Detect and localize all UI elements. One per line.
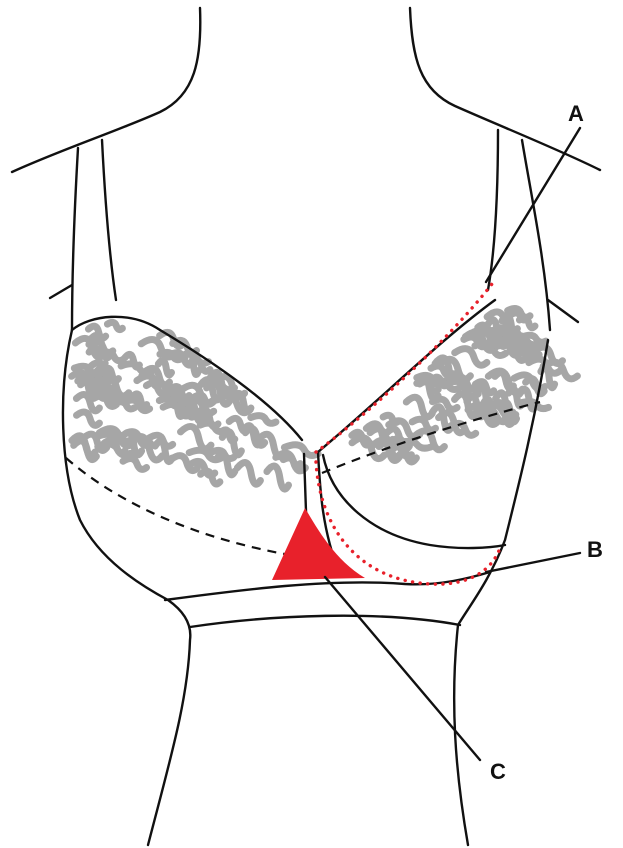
lace-squiggle <box>267 466 289 489</box>
lace-squiggle <box>181 426 212 448</box>
left-cup-lace <box>72 322 318 489</box>
right-cup-lace <box>352 308 578 461</box>
bra-straps <box>72 130 550 330</box>
lace-squiggle <box>283 458 300 465</box>
lace-squiggle <box>107 322 122 329</box>
lace-squiggle <box>237 463 260 485</box>
label-c: C <box>490 759 506 784</box>
lace-squiggle <box>123 459 147 470</box>
label-b: B <box>587 537 603 562</box>
center-gore-highlight <box>272 508 365 580</box>
lace-squiggle <box>455 349 487 366</box>
lace-squiggle <box>251 416 276 424</box>
lace-squiggle <box>406 397 432 417</box>
label-a: A <box>568 101 584 126</box>
